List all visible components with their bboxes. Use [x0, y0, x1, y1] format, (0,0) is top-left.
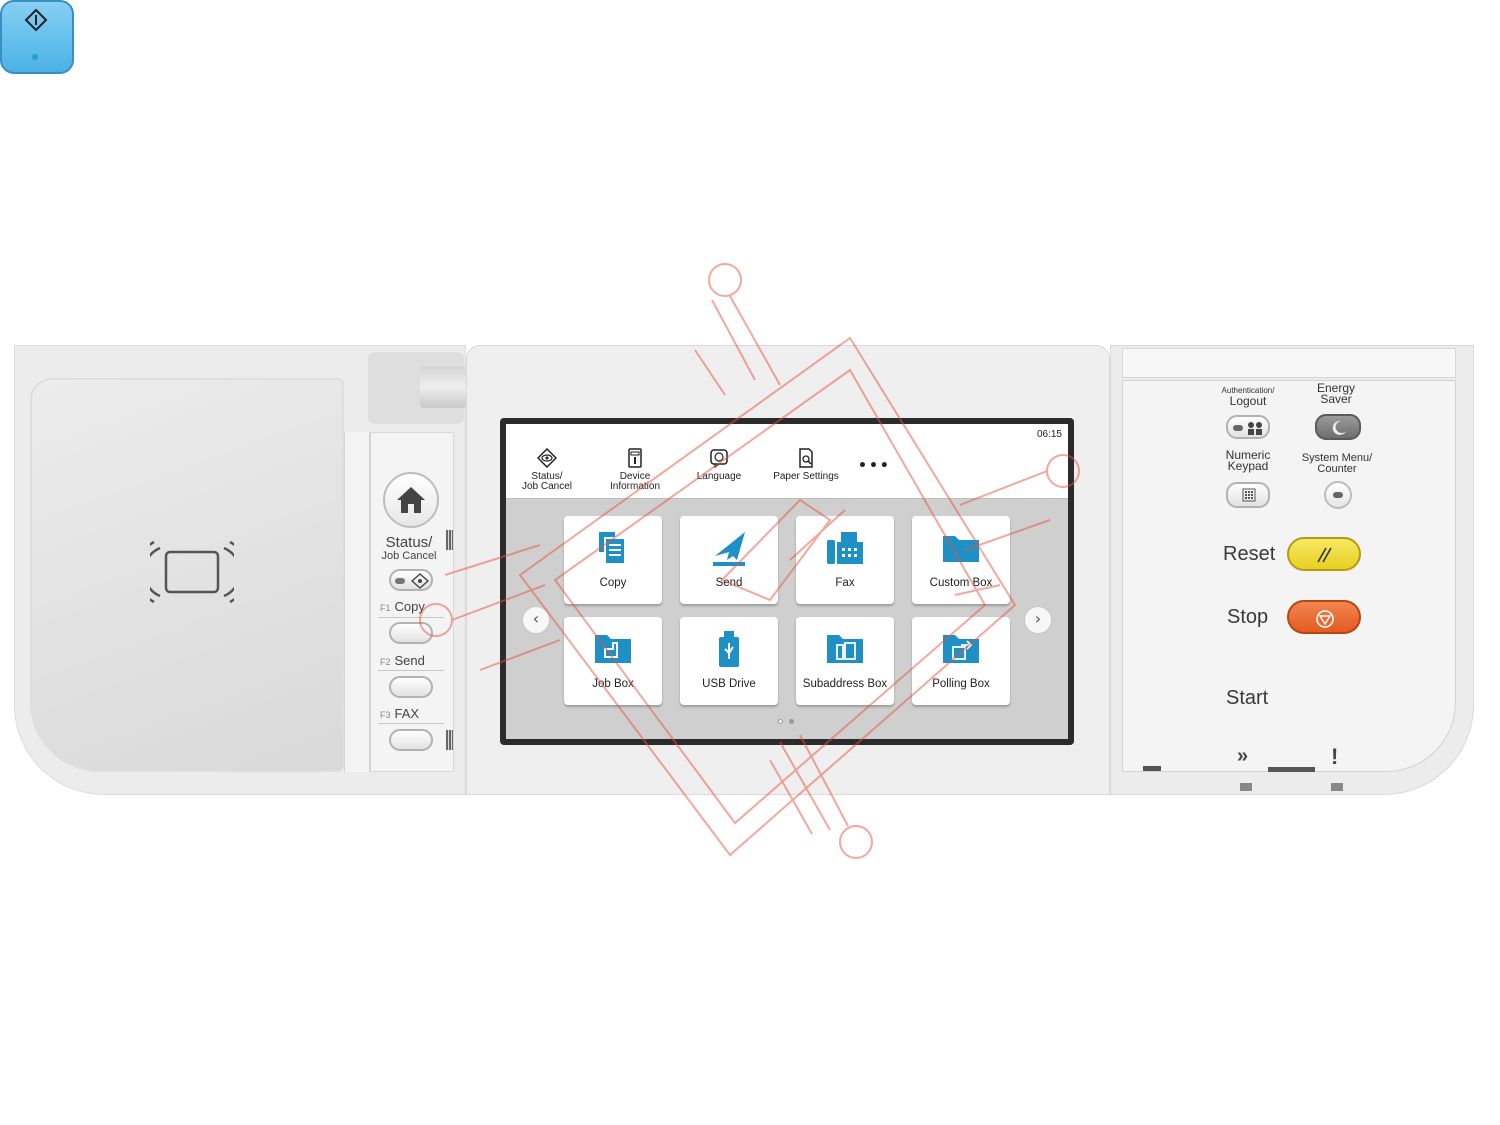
indicator-lamp — [1331, 783, 1343, 791]
user-login-icon — [1233, 422, 1262, 435]
top-rail — [1122, 348, 1456, 378]
page-indicator-dot — [789, 719, 794, 724]
tile-polling-box[interactable]: Polling Box — [912, 617, 1010, 705]
nfc-card-icon — [150, 540, 234, 604]
attention-indicator-icon: ! — [1331, 744, 1339, 769]
energy-saver-label: Energy Saver — [1316, 381, 1356, 406]
status-eye-icon — [395, 573, 430, 589]
start-diamond-icon — [24, 8, 48, 32]
tile-subaddress-box[interactable]: Subaddress Box — [796, 617, 894, 705]
clock: 06:15 — [1036, 429, 1062, 440]
top-item-status-job-cancel[interactable]: Status/Job Cancel — [516, 448, 578, 492]
stop-label: Stop — [1227, 606, 1269, 628]
status-job-cancel-label: Status/ Job Cancel — [381, 534, 437, 562]
stop-octagon-icon — [1316, 610, 1334, 628]
grip-ridge — [446, 530, 453, 550]
fax-icon — [827, 532, 863, 564]
led-bar-icon — [1333, 492, 1343, 498]
hinge-cylinder — [420, 366, 466, 408]
tile-label: Send — [715, 577, 743, 589]
status-led — [1143, 766, 1161, 771]
top-item-language[interactable]: Language — [690, 448, 748, 482]
grip-ridge — [446, 730, 453, 750]
polling-box-icon — [943, 635, 979, 663]
tile-label: Custom Box — [929, 577, 993, 589]
tile-job-box[interactable]: Job Box — [564, 617, 662, 705]
f1-copy-key[interactable] — [389, 622, 433, 644]
numeric-keypad-key[interactable] — [1226, 482, 1270, 508]
tile-label: Copy — [599, 577, 627, 589]
processing-indicator-icon: » — [1237, 745, 1249, 767]
top-item-paper-settings[interactable]: Paper Settings — [768, 448, 844, 482]
moon-icon — [1332, 420, 1346, 435]
energy-saver-key[interactable] — [1315, 414, 1361, 440]
reset-label: Reset — [1223, 543, 1276, 565]
page-indicator-dot — [778, 719, 783, 724]
more-menu-button[interactable]: ••• — [858, 458, 891, 474]
f2-send-key[interactable] — [389, 676, 433, 698]
tile-label: Job Box — [592, 678, 634, 690]
stop-key[interactable] — [1287, 600, 1361, 634]
card-reader-edge — [344, 432, 370, 772]
f3-fax-key[interactable] — [389, 729, 433, 751]
authentication-logout-key[interactable] — [1226, 415, 1270, 439]
system-menu-counter-key[interactable] — [1324, 481, 1352, 509]
start-led — [32, 54, 38, 60]
paper-settings-icon — [799, 448, 813, 468]
numeric-keypad-label: Numeric Keypad — [1225, 448, 1271, 473]
tile-label: USB Drive — [702, 678, 756, 690]
tile-label: Polling Box — [932, 678, 990, 690]
system-menu-counter-label: System Menu/ Counter — [1301, 452, 1373, 475]
home-button[interactable] — [383, 472, 439, 528]
keypad-icon — [1242, 488, 1256, 502]
card-reader-pad[interactable] — [30, 378, 344, 772]
tile-usb-drive[interactable]: USB Drive — [680, 617, 778, 705]
home-icon — [397, 487, 425, 513]
key-divider — [378, 723, 444, 724]
start-label: Start — [1226, 687, 1269, 709]
tile-send[interactable]: Send — [680, 516, 778, 604]
prev-page-button[interactable]: ‹ — [522, 606, 550, 634]
status-job-cancel-key[interactable] — [389, 569, 433, 591]
tile-label: Fax — [835, 577, 855, 589]
tile-custom-box[interactable]: Custom Box — [912, 516, 1010, 604]
send-icon — [713, 532, 745, 566]
status-led — [1268, 767, 1315, 772]
copy-icon — [599, 532, 626, 565]
reset-key[interactable] — [1287, 537, 1361, 571]
key-divider — [378, 617, 444, 618]
tile-label: Subaddress Box — [802, 678, 888, 690]
reset-slash-icon — [1317, 547, 1332, 563]
folder-icon — [943, 536, 979, 562]
usb-drive-icon — [719, 631, 739, 667]
device-info-icon — [628, 448, 642, 468]
key-divider — [378, 670, 444, 671]
tile-fax[interactable]: Fax — [796, 516, 894, 604]
control-keys-panel — [1122, 380, 1456, 772]
language-icon — [710, 449, 728, 468]
status-eye-icon — [537, 448, 557, 468]
indicator-lamp — [1240, 783, 1252, 791]
job-box-icon — [595, 635, 631, 663]
tile-copy[interactable]: Copy — [564, 516, 662, 604]
start-key[interactable] — [0, 0, 74, 74]
next-page-button[interactable]: › — [1024, 606, 1052, 634]
authentication-logout-label: Authentication/ Logout — [1221, 386, 1275, 408]
subaddress-box-icon — [827, 635, 863, 663]
